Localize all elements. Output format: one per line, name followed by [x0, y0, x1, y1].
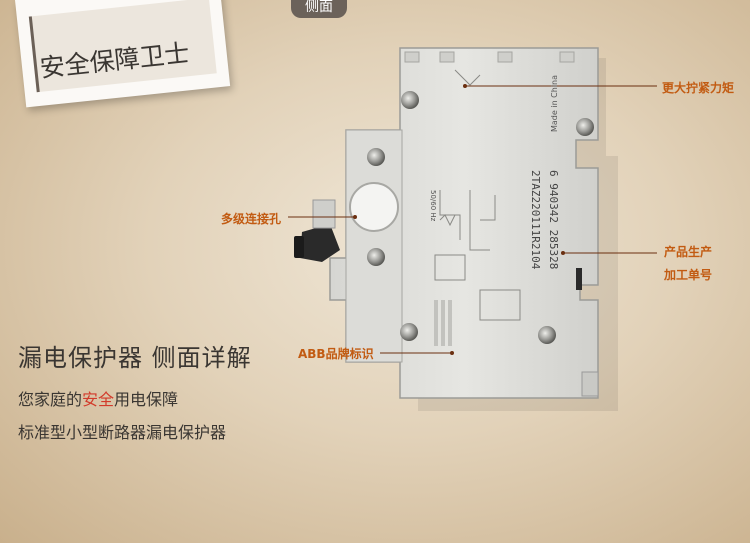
page-title: 漏电保护器 侧面详解 [18, 344, 252, 372]
subtitle-1-pre: 您家庭的 [18, 390, 83, 409]
printed-schematic [434, 69, 521, 321]
device-barcode-number: 6 940342 285328 [547, 170, 560, 269]
callout-product-line1: 产品生产 [664, 245, 713, 259]
device-frequency: 50/60 Hz [429, 190, 437, 222]
subtitle-line-1: 您家庭的安全用电保障 [18, 386, 178, 410]
device-made-in: Made in China [550, 75, 559, 132]
subtitle-1-post: 用电保障 [114, 390, 179, 409]
subtitle-1-highlight: 安全 [82, 390, 115, 409]
device-order-code: 2TAZ220111R2104 [529, 170, 542, 270]
tab-side-view[interactable]: 侧面 [291, 0, 347, 18]
screws [367, 91, 594, 344]
subtitle-line-2: 标准型小型断路器漏电保护器 [18, 423, 227, 442]
callout-abb-logo: ABB品牌标识 [298, 347, 374, 361]
callout-dots [353, 84, 565, 355]
callout-multi-hole: 多级连接孔 [221, 212, 282, 226]
callout-product-line2: 加工单号 [664, 268, 713, 282]
abb-grille [434, 300, 452, 346]
connection-hole [349, 182, 399, 232]
callout-torque: 更大拧紧力矩 [662, 81, 735, 95]
callout-lines [288, 85, 657, 354]
toggle-lever [300, 224, 340, 262]
